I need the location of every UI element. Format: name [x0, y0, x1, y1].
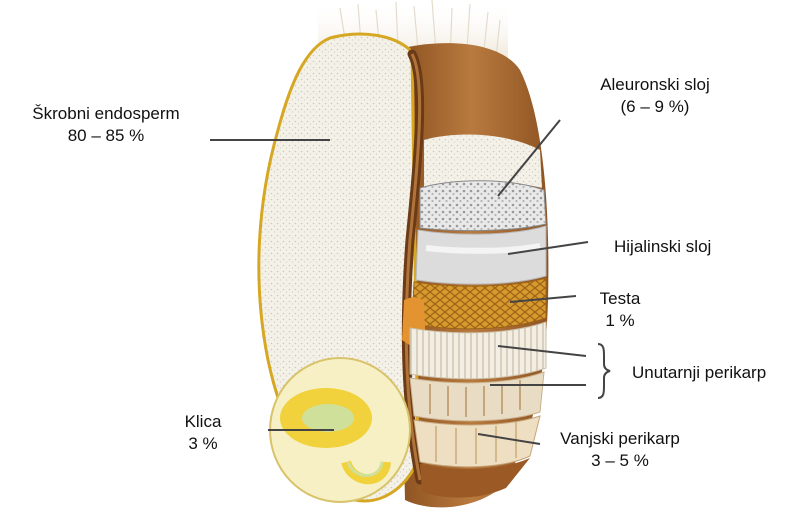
testa-name: Testa	[580, 288, 660, 310]
aleurone-layer	[420, 181, 546, 231]
germ-share: 3 %	[163, 433, 243, 455]
outer-pericarp-share: 3 – 5 %	[540, 450, 700, 472]
starchy-endosperm-share: 80 – 85 %	[6, 125, 206, 147]
aleurone-share: (6 – 9 %)	[590, 96, 720, 118]
label-aleurone-layer: Aleuronski sloj (6 – 9 %)	[590, 74, 720, 118]
label-inner-pericarp: Unutarnji perikarp	[632, 362, 802, 384]
hyaline-layer	[416, 226, 546, 284]
aleurone-name: Aleuronski sloj	[590, 74, 720, 96]
outer-pericarp-name: Vanjski perikarp	[540, 428, 700, 450]
label-hyaline-layer: Hijalinski sloj	[614, 236, 744, 258]
label-starchy-endosperm: Škrobni endosperm 80 – 85 %	[6, 103, 206, 147]
label-germ: Klica 3 %	[163, 411, 243, 455]
label-outer-pericarp: Vanjski perikarp 3 – 5 %	[540, 428, 700, 472]
germ-name: Klica	[163, 411, 243, 433]
inner-pericarp-name: Unutarnji perikarp	[632, 362, 802, 384]
testa-share: 1 %	[580, 310, 660, 332]
hyaline-name: Hijalinski sloj	[614, 236, 744, 258]
label-testa: Testa 1 %	[580, 288, 660, 332]
inner-pericarp-brace	[598, 344, 610, 398]
testa-layer	[412, 278, 546, 329]
starchy-endosperm-name: Škrobni endosperm	[6, 103, 206, 125]
